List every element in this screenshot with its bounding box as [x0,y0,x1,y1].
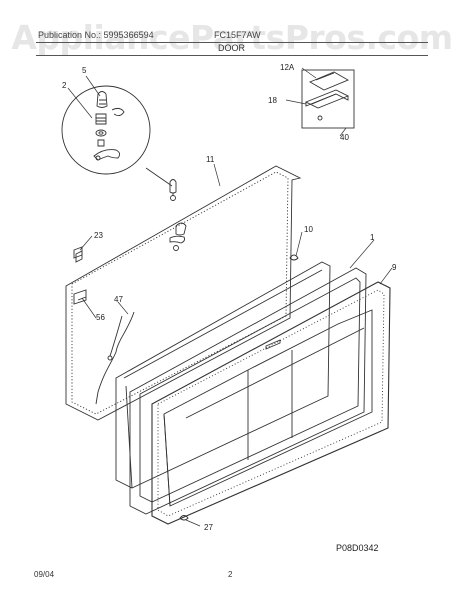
callout-10: 10 [304,225,313,234]
handle-screw-icon [317,115,323,121]
footer-date: 09/04 [34,570,55,579]
model-number: FC15F7AW [214,30,261,40]
spacer-27-icon [179,515,189,521]
clip-23-icon [73,246,83,259]
callout-40: 40 [340,133,349,142]
lid-liner-panel [115,261,331,489]
callout-2: 2 [62,81,67,90]
callout-47: 47 [114,295,123,304]
hinge-lever-icon [93,149,121,161]
door-gasket [129,267,367,515]
bumper-10-icon [289,254,299,261]
callout-27: 27 [204,523,213,532]
callout-56: 56 [96,313,105,322]
callout-12a: 12A [280,63,295,72]
callout-9: 9 [392,263,397,272]
callout-11: 11 [206,155,215,164]
hinge-clip-icon [111,107,125,117]
hinge-washer-icon [95,129,107,137]
hinge-mount-icon [169,179,177,201]
diagram-code: P08D0342 [336,543,379,553]
lid-bracket-icon [73,289,87,305]
callout-1: 1 [370,233,375,242]
callout-5: 5 [82,66,87,75]
section-title: DOOR [218,43,245,53]
lid-latch-icon [75,250,83,263]
footer-page-number: 2 [228,570,233,579]
detail-leader-line [145,167,173,187]
hinge-bushing-icon [95,113,107,125]
header-rule-top [36,42,428,43]
lid-hinge-icon [169,222,187,251]
callout-labels: 5 2 12A 18 40 11 23 10 1 9 47 56 27 [62,63,397,532]
header-rule-bottom [36,55,428,56]
callout-23: 23 [94,231,103,240]
handle-cap-icon [308,71,350,91]
hinge-screw-icon [96,91,108,108]
liner-handle-icon [265,339,281,350]
callout-leaders [67,67,393,527]
handle-body-icon [304,89,350,109]
hinge-detail-circle [61,85,151,175]
callout-18: 18 [268,96,277,105]
door-heater-wire [95,311,135,405]
publication-number: Publication No.: 5995366594 [38,30,154,40]
door-inner-liner [151,281,391,525]
page-header: Publication No.: 5995366594 FC15F7AW [38,30,428,42]
hinge-pin-icon [97,139,105,147]
site-watermark: AppliancePartsPros.com [11,18,453,57]
handle-detail-box [301,69,355,129]
